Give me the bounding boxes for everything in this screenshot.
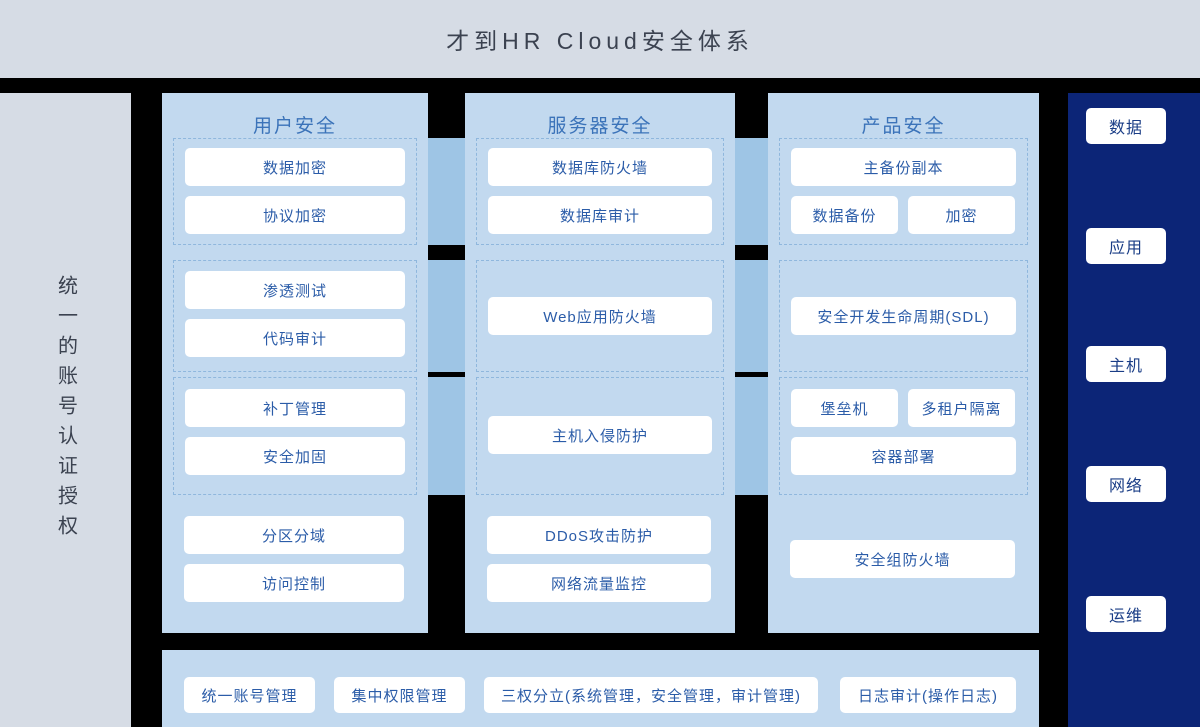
card-group: 主机入侵防护	[476, 377, 724, 495]
security-card[interactable]: 网络流量监控	[487, 564, 711, 602]
column-title: 产品安全	[861, 116, 946, 137]
security-card[interactable]: Web应用防火墙	[488, 297, 712, 335]
row-bridge-connector	[735, 377, 768, 495]
security-column-1: 用户安全数据加密协议加密渗透测试代码审计补丁管理安全加固分区分域访问控制	[162, 93, 428, 633]
rail-pill-label: 应用	[1108, 240, 1143, 257]
left-rail-label: 统一的账号认证授权	[54, 275, 77, 545]
governance-card-label: 日志审计(操作日志)	[858, 687, 998, 705]
governance-card[interactable]: 三权分立(系统管理，安全管理，审计管理)	[484, 677, 818, 713]
column-title: 用户安全	[252, 116, 337, 137]
column-title: 服务器安全	[547, 116, 653, 137]
bottom-governance-bar: 统一账号管理 集中权限管理 三权分立(系统管理，安全管理，审计管理) 日志审计(操作日…	[162, 650, 1039, 727]
security-card[interactable]: 数据备份	[791, 196, 898, 234]
row-bridge-connector	[735, 138, 768, 245]
page-title: 才到HR Cloud安全体系	[446, 28, 754, 54]
security-card[interactable]: 主机入侵防护	[488, 416, 712, 454]
security-card[interactable]: 分区分域	[184, 516, 404, 554]
rail-pill-2[interactable]: 应用	[1086, 228, 1166, 264]
row-bridge-connector	[428, 377, 465, 495]
governance-card[interactable]: 统一账号管理	[184, 677, 315, 713]
security-card-label: 加密	[945, 207, 978, 225]
security-card[interactable]: 多租户隔离	[908, 389, 1015, 427]
card-group: 渗透测试代码审计	[173, 260, 417, 372]
rail-pill-4[interactable]: 网络	[1086, 466, 1166, 502]
security-card-label: 安全加固	[262, 448, 327, 466]
card-group: 安全组防火墙	[779, 502, 1028, 618]
row-bridge-connector	[428, 260, 465, 372]
rail-pill-5[interactable]: 运维	[1086, 596, 1166, 632]
security-card-label: 堡垒机	[820, 400, 869, 418]
card-group: 安全开发生命周期(SDL)	[779, 260, 1028, 372]
security-card-label: 数据备份	[812, 207, 877, 225]
governance-card-label: 统一账号管理	[201, 687, 298, 705]
security-card[interactable]: 主备份副本	[791, 148, 1016, 186]
rail-pill-1[interactable]: 数据	[1086, 108, 1166, 144]
security-card-label: 容器部署	[871, 448, 936, 466]
security-card-label: 安全开发生命周期(SDL)	[817, 308, 990, 326]
diagram-stage: 用户安全数据加密协议加密渗透测试代码审计补丁管理安全加固分区分域访问控制服务器安…	[131, 78, 1068, 727]
row-bridge-connector	[428, 138, 465, 245]
rail-pill-3[interactable]: 主机	[1086, 346, 1166, 382]
security-card-label: 数据库防火墙	[551, 159, 648, 177]
security-card-label: 网络流量监控	[550, 575, 647, 593]
security-card-label: 代码审计	[262, 330, 327, 348]
security-card-label: 渗透测试	[262, 282, 327, 300]
left-rail-unified-auth: 统一的账号认证授权	[0, 93, 131, 727]
page-header: 才到HR Cloud安全体系	[0, 0, 1200, 78]
card-group: 主备份副本数据备份 加密	[779, 138, 1028, 245]
security-card-label: DDoS攻击防护	[544, 527, 653, 545]
security-card[interactable]: 容器部署	[791, 437, 1016, 475]
security-card[interactable]: 数据库防火墙	[488, 148, 712, 186]
security-card-label: 主备份副本	[863, 159, 944, 177]
security-card-label: 补丁管理	[262, 400, 327, 418]
security-card-label: 分区分域	[261, 527, 326, 545]
security-card-label: 协议加密	[262, 207, 327, 225]
rail-pill-label: 主机	[1108, 358, 1143, 375]
security-card[interactable]: 安全加固	[185, 437, 405, 475]
security-card[interactable]: 安全开发生命周期(SDL)	[791, 297, 1016, 335]
security-card-label: Web应用防火墙	[543, 308, 657, 326]
governance-card[interactable]: 集中权限管理	[334, 677, 465, 713]
governance-card-label: 集中权限管理	[351, 687, 448, 705]
security-card[interactable]: 渗透测试	[185, 271, 405, 309]
security-card[interactable]: 访问控制	[184, 564, 404, 602]
rail-pill-label: 网络	[1108, 478, 1143, 495]
security-card[interactable]: 补丁管理	[185, 389, 405, 427]
security-card-label: 数据库审计	[559, 207, 640, 225]
card-group: Web应用防火墙	[476, 260, 724, 372]
rail-pill-label: 数据	[1108, 120, 1143, 137]
security-card-label: 多租户隔离	[921, 400, 1002, 418]
security-card[interactable]: 数据加密	[185, 148, 405, 186]
security-card[interactable]: 安全组防火墙	[790, 540, 1015, 578]
right-rail-layers: 数据应用主机网络运维	[1068, 93, 1200, 727]
security-card-label: 安全组防火墙	[854, 551, 951, 569]
security-card[interactable]: 堡垒机	[791, 389, 898, 427]
security-card[interactable]: 协议加密	[185, 196, 405, 234]
card-group: 数据库防火墙数据库审计	[476, 138, 724, 245]
security-card[interactable]: DDoS攻击防护	[487, 516, 711, 554]
security-card[interactable]: 加密	[908, 196, 1015, 234]
row-bridge-connector	[735, 260, 768, 372]
security-card[interactable]: 数据库审计	[488, 196, 712, 234]
card-group: 堡垒机 多租户隔离容器部署	[779, 377, 1028, 495]
governance-card-label: 三权分立(系统管理，安全管理，审计管理)	[501, 687, 801, 705]
rail-pill-label: 运维	[1108, 608, 1143, 625]
security-card-label: 主机入侵防护	[551, 427, 648, 445]
security-card-label: 数据加密	[262, 159, 327, 177]
card-group: 数据加密协议加密	[173, 138, 417, 245]
governance-card[interactable]: 日志审计(操作日志)	[840, 677, 1016, 713]
card-group: 补丁管理安全加固	[173, 377, 417, 495]
security-card[interactable]: 代码审计	[185, 319, 405, 357]
card-group: DDoS攻击防护网络流量监控	[476, 502, 724, 618]
security-card-label: 访问控制	[261, 575, 326, 593]
card-group: 分区分域访问控制	[173, 502, 417, 618]
security-column-3: 产品安全主备份副本数据备份 加密安全开发生命周期(SDL) 堡垒机 多租户隔离容器部署…	[768, 93, 1039, 633]
